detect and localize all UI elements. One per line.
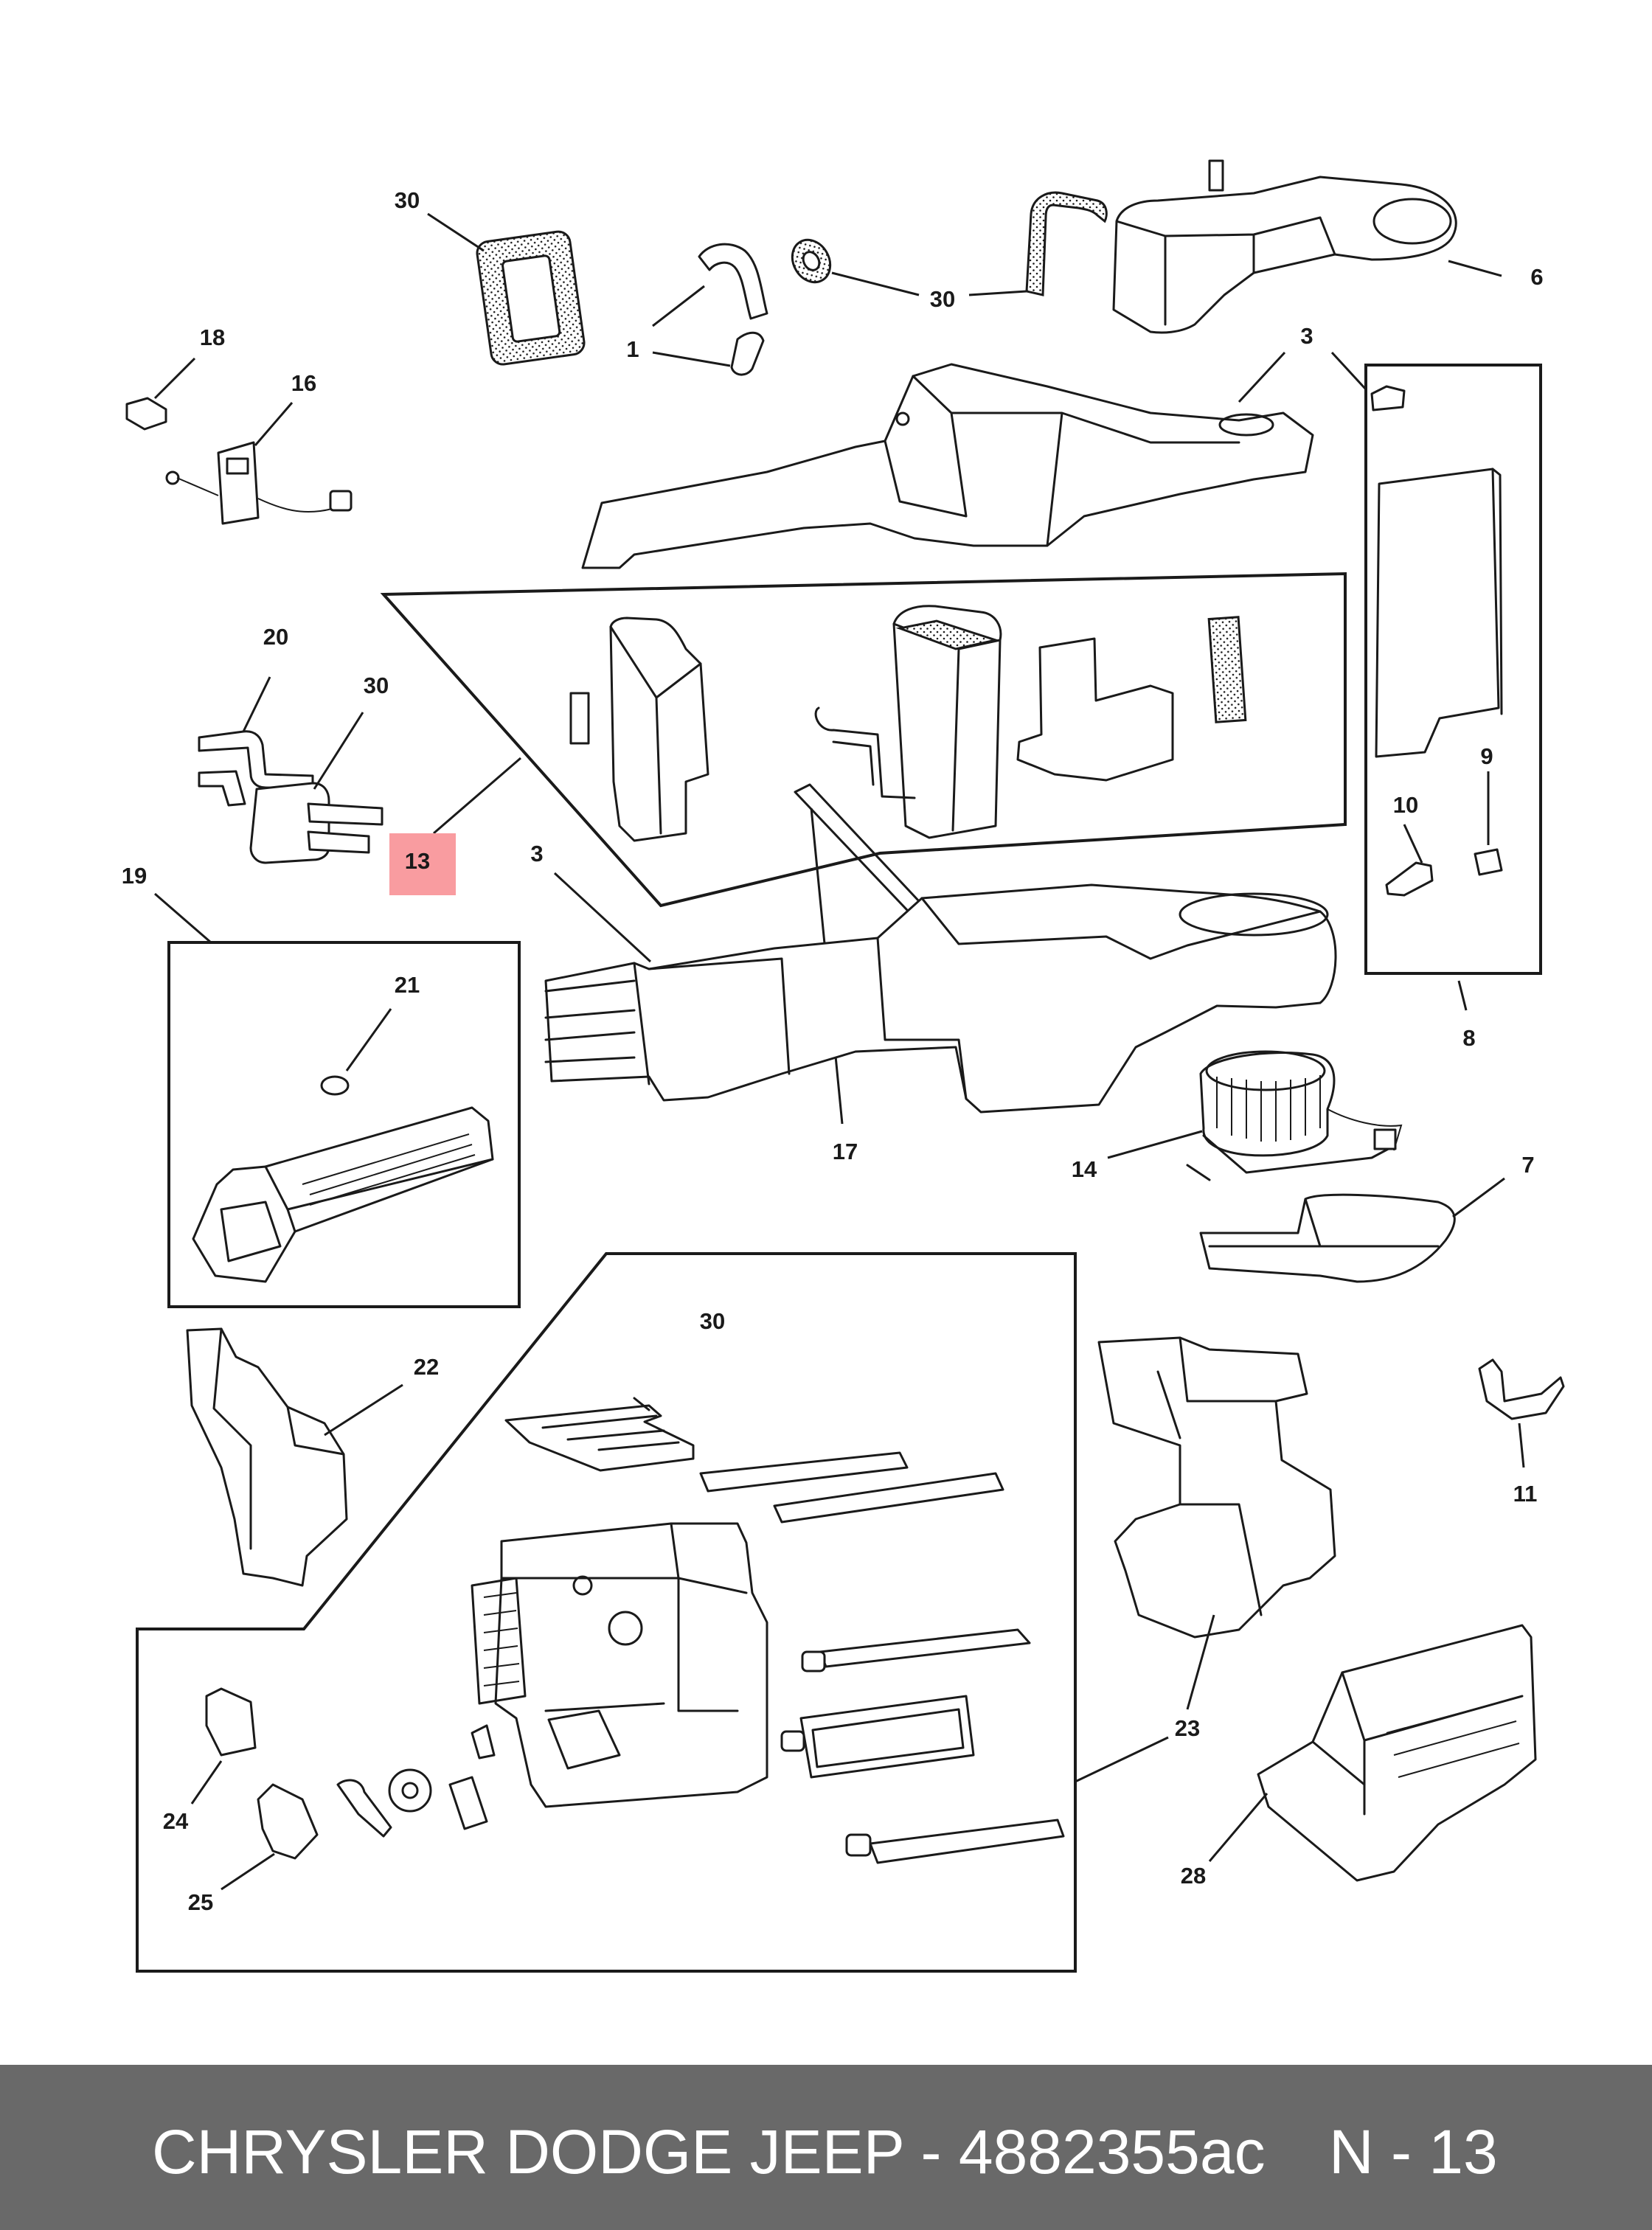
callout-9: 9 <box>1480 743 1493 769</box>
callout-1: 1 <box>626 336 639 362</box>
callout-30-tubes: 30 <box>364 673 389 698</box>
callout-25: 25 <box>188 1889 213 1915</box>
callout-8: 8 <box>1462 1025 1475 1051</box>
callout-30-housing: 30 <box>700 1308 725 1334</box>
footer-part-title: CHRYSLER DODGE JEEP - 4882355ac <box>152 2117 1266 2186</box>
callout-24: 24 <box>163 1808 189 1834</box>
inset-leader-13 <box>433 757 521 835</box>
part-6-distribution-duct <box>1112 159 1502 334</box>
callout-14: 14 <box>1072 1156 1097 1182</box>
part-11-bracket <box>1478 1358 1565 1468</box>
callout-3-upper: 3 <box>1300 323 1313 349</box>
part-30-seal-strip <box>968 191 1108 296</box>
callout-30-grommet: 30 <box>930 286 955 312</box>
part-3-hvac-housing <box>544 872 1337 1114</box>
footer-page-ref: N - 13 <box>1329 2117 1498 2186</box>
part-8-hardware-kit <box>1370 385 1503 1011</box>
callout-16: 16 <box>291 370 316 396</box>
callout-6: 6 <box>1530 264 1543 290</box>
callout-7: 7 <box>1521 1152 1534 1178</box>
callout-10: 10 <box>1393 792 1418 818</box>
part-7-blower-housing-lower <box>1199 1177 1505 1283</box>
part-19-heater-core <box>154 892 494 1283</box>
callout-18: 18 <box>200 324 225 350</box>
part-16-resistor-harness <box>165 402 353 525</box>
part-30-gasket-frame <box>427 212 586 366</box>
part-14-blower-motor <box>1107 1050 1403 1181</box>
part-13-evaporator-kit <box>569 605 1247 842</box>
part-30-grommet <box>791 238 920 296</box>
part-23-lower-housing <box>1097 1336 1336 1710</box>
footer-bar <box>0 2065 1652 2230</box>
part-25-actuator <box>221 1783 319 1891</box>
hardware-inset-box-8 <box>1364 364 1542 975</box>
part-18-sensor <box>125 357 196 431</box>
part-3-upper-duct <box>581 351 1367 569</box>
part-13-highlight[interactable] <box>389 833 456 895</box>
part-22-duct-bracket <box>186 1327 403 1587</box>
callout-3-housing: 3 <box>530 841 543 866</box>
callout-23: 23 <box>1175 1715 1200 1741</box>
callout-30-gasket: 30 <box>395 187 420 213</box>
callout-11: 11 <box>1513 1481 1538 1507</box>
callout-labels: 30 30 6 1 18 16 3 20 30 13 3 19 21 17 14… <box>122 187 1544 1915</box>
callout-17: 17 <box>833 1139 858 1164</box>
callout-13[interactable]: 13 <box>405 848 430 874</box>
part-28-floor-duct <box>1208 1624 1537 1882</box>
evaporator-inset-box <box>380 572 1347 908</box>
callout-20: 20 <box>263 624 288 650</box>
callout-19: 19 <box>122 863 147 889</box>
housing-inset-box-23 <box>136 1252 1077 1973</box>
callout-22: 22 <box>414 1354 439 1380</box>
part-20-heater-tubes <box>198 676 384 864</box>
callout-21: 21 <box>395 972 420 998</box>
hvac-parts-diagram: 30 30 6 1 18 16 3 20 30 13 3 19 21 17 14… <box>122 159 1565 1973</box>
callout-28: 28 <box>1181 1863 1206 1889</box>
part-24-actuator <box>190 1687 257 1805</box>
part-1-drain-hoses <box>652 243 768 376</box>
part-23-housing-kit <box>336 1397 1169 1864</box>
heater-core-inset-box-19 <box>167 941 521 1308</box>
